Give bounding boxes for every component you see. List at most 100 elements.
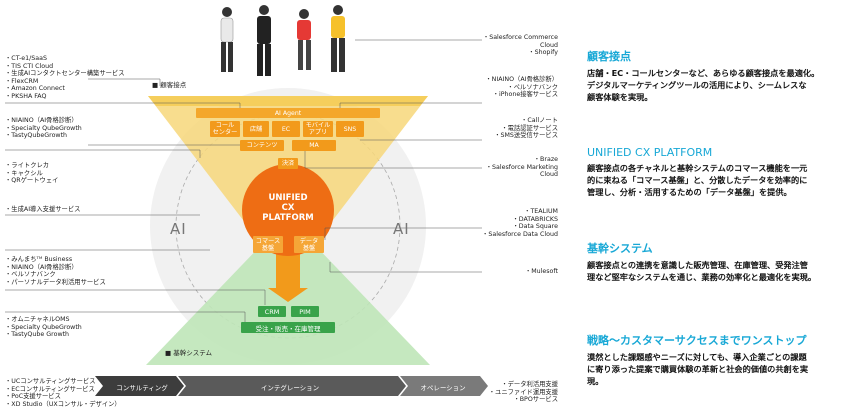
list-item: ・TEALIUM [524, 208, 558, 215]
list-item: ・XD Studio（UXコンサル・デザイン） [5, 400, 121, 408]
order-management-box: 受注・販売・在庫管理 [241, 322, 335, 333]
phase-consulting: コンサルティング [116, 384, 168, 392]
core-title-line1: UNIFIED [268, 193, 308, 203]
list-item: ・ライトクレカ [5, 162, 50, 169]
left-group-4: ・生成AI導入支援サービス [5, 206, 80, 214]
core-system-funnel [146, 240, 430, 365]
people-illustration [220, 5, 345, 76]
left-group-6: ・オムニチャネルOMS ・Specialty QubeGrowth ・Tasty… [5, 316, 82, 339]
phase-integration: インテグレーション [260, 384, 320, 392]
touchpoint-label: ■ 顧客接点 [152, 81, 187, 89]
ai-right-label: AI [393, 220, 410, 238]
list-item: ・UCコンサルティングサービス [5, 378, 96, 385]
left-group-2: ・NIAINO（AI骨格診断） ・Specialty QubeGrowth ・T… [5, 117, 82, 140]
core-circle [242, 164, 334, 256]
list-item: ・Salesforce Commerce [482, 34, 558, 41]
right-group-3: ・Callノート ・電話認証サービス ・SMS送受信サービス [494, 117, 558, 140]
data-base-box: データ 基盤 [294, 236, 324, 253]
section-heading: UNIFIED CX PLATFORM [587, 146, 713, 159]
section-one-stop: 戦略〜カスタマーサクセスまでワンストップ 漠然とした課題感やニーズに対しても、導… [587, 332, 857, 387]
section-heading: 戦略〜カスタマーサクセスまでワンストップ [587, 334, 807, 347]
list-item: ・NIAINO（AI骨格診断） [5, 117, 78, 124]
list-item: ・オムニチャネルOMS [5, 316, 70, 323]
diagram-graphics [5, 39, 488, 396]
list-item: ・ペルソナバンク [507, 83, 558, 91]
list-item: ・Specialty QubeGrowth [5, 323, 82, 331]
right-group-5: ・TEALIUM ・DATABRICKS ・Data Square ・Sales… [482, 208, 558, 238]
list-item: ・PKSHA FAQ [5, 92, 47, 100]
section-touchpoints: 顧客接点 店舗・EC・コールセンターなど、あらゆる顧客接点を最適化。 デジタルマ… [587, 48, 857, 103]
list-item: ・Mulesoft [524, 268, 558, 275]
phase-arrow-consulting [95, 376, 184, 396]
list-item: ・データ利活用支援 [501, 381, 558, 388]
core-title: UNIFIED CX PLATFORM [242, 193, 334, 223]
ai-left-label: AI [170, 220, 187, 238]
phase-operation: オペレーション [420, 384, 466, 392]
list-item: ・iPhone接客サービス [492, 91, 558, 99]
list-item: ・BPOサービス [513, 396, 558, 404]
right-group-2: ・NIAINO（AI骨格診断） ・ペルソナバンク ・iPhone接客サービス [485, 76, 558, 99]
down-arrow [268, 250, 308, 302]
list-item: ・Amazon Connect [5, 85, 65, 93]
list-item: ・Shopify [528, 49, 558, 57]
list-item: ・Salesforce Data Cloud [482, 230, 558, 238]
list-item: ・パーソナルデータ利活用サービス [5, 278, 106, 286]
connector-lines [5, 39, 482, 322]
core-title-line2: CX [281, 203, 295, 213]
list-item: ・みんまちᵀᴹ Business [5, 256, 73, 263]
section-body: 顧客接点との連携を意識した販売管理、在庫管理、受発注管 理など堅牢なシステムを通… [587, 260, 817, 282]
list-item: ・SMS送受信サービス [494, 132, 558, 140]
touchpoint-call-center: コール センター [210, 121, 240, 137]
crm-box: CRM [258, 306, 286, 317]
right-group-1: ・Salesforce Commerce Cloud ・Shopify [483, 34, 558, 57]
person-3 [297, 9, 311, 70]
touchpoint-mobile-app: モバイル アプリ [303, 121, 333, 137]
list-item: ・Specialty QubeGrowth [5, 124, 82, 132]
touchpoint-ec: EC [272, 121, 300, 137]
funnel-top-band [148, 96, 428, 106]
right-group-6: ・Mulesoft [525, 268, 558, 276]
list-item: ・DATABRICKS [512, 215, 558, 223]
list-item: ・TastyQube Growth [5, 331, 70, 339]
left-group-3: ・ライトクレカ ・キャクシル ・QRゲートウェイ [5, 162, 58, 185]
list-item: ・NIAINO（AI骨格診断） [485, 76, 558, 83]
list-item: ・NIAINO（AI骨格診断） [5, 263, 78, 271]
person-2 [257, 5, 271, 76]
touchpoint-store: 店舗 [243, 121, 269, 137]
touchpoint-sns: SNS [336, 121, 364, 137]
pim-box: PIM [291, 306, 319, 317]
section-body: 漠然とした課題感やニーズに対しても、導入企業ごとの課題 に寄り添った提案で購買体… [587, 352, 809, 386]
list-item: ・FlexCRM [5, 77, 39, 85]
phase-arrow-integration [178, 376, 406, 396]
cx-platform-diagram: ■ 顧客接点 ■ 基幹システム AI Agent コール センター 店舗 EC … [5, 5, 558, 408]
list-item: ・生成AIコンタクトセンター構築サービス [5, 70, 125, 78]
left-group-1: ・CT-e1/SaaS ・TIS CTI Cloud ・生成AIコンタクトセンタ… [5, 55, 125, 101]
left-group-7: ・UCコンサルティングサービス ・ECコンサルティングサービス ・PoC支援サー… [5, 378, 121, 408]
list-item: ・ベルソナバンク [5, 271, 56, 279]
list-item: ・PoC支援サービス [5, 393, 61, 401]
left-group-5: ・みんまちᵀᴹ Business ・NIAINO（AI骨格診断） ・ベルソナバン… [5, 256, 106, 286]
core-title-line3: PLATFORM [262, 213, 314, 223]
list-item: ・ユニファイド運用支援 [488, 388, 558, 396]
section-body: 顧客接点の各チャネルと基幹システムのコマース機能を一元 的に束ねる「コマース基盤… [587, 163, 808, 197]
list-item: ・TastyQubeGrowth [5, 132, 68, 140]
core-system-label: ■ 基幹システム [165, 349, 213, 357]
list-item: ・生成AI導入支援サービス [5, 206, 81, 213]
list-item: ・電話認証サービス [501, 124, 558, 132]
list-item: ・Salesforce Marketing [485, 163, 558, 171]
payment-box: 決済 [278, 158, 298, 169]
section-unified-cx-platform: UNIFIED CX PLATFORM 顧客接点の各チャネルと基幹システムのコマ… [587, 146, 857, 198]
right-group-4: ・Braze ・Salesforce Marketing Cloud [486, 156, 558, 179]
ai-agent-bar: AI Agent [196, 108, 380, 118]
person-4 [331, 5, 345, 72]
person-1 [220, 7, 234, 72]
commerce-base-box: コマース 基盤 [253, 236, 283, 253]
list-item: ・CT-e1/SaaS [5, 55, 47, 62]
list-item: ・Callノート [521, 117, 558, 124]
list-item: ・キャクシル [5, 169, 43, 177]
section-heading: 基幹システム [587, 242, 653, 255]
right-group-7: ・データ利活用支援 ・ユニファイド運用支援 ・BPOサービス [489, 381, 558, 404]
list-item: Cloud [540, 171, 558, 179]
contents-box: コンテンツ [240, 140, 284, 151]
phase-arrow-operation [400, 376, 488, 396]
